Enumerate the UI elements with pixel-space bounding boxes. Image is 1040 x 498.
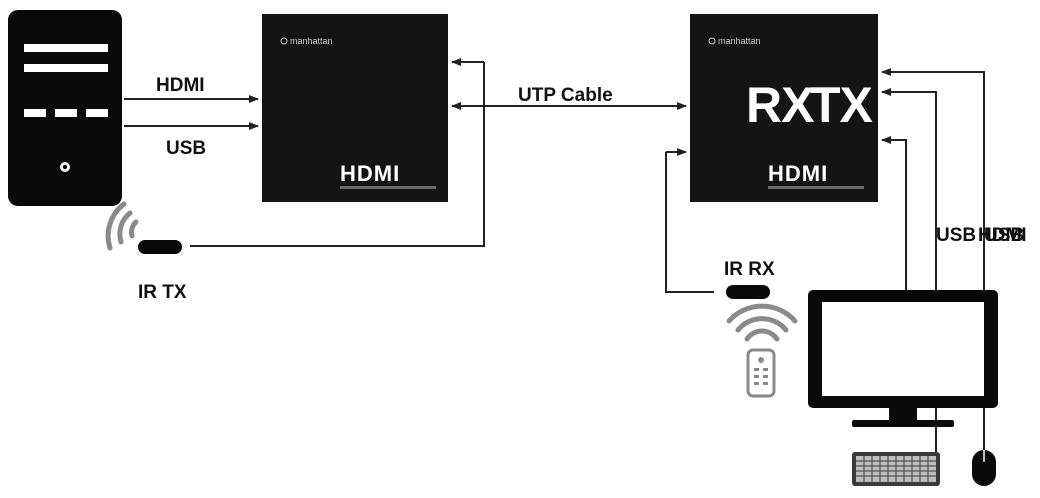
usb-input-label: USB bbox=[166, 138, 207, 159]
transmitter-hdmi-logo: HDMI bbox=[340, 161, 400, 186]
ir-sensor-icon bbox=[138, 240, 182, 254]
remote-control-icon bbox=[746, 348, 776, 398]
ir-sensor-icon bbox=[726, 285, 770, 299]
rx-label: RX bbox=[746, 77, 814, 133]
manhattan-logo-icon: manhattan bbox=[708, 36, 761, 46]
usb-output-label-2: USB bbox=[984, 225, 1025, 246]
hdmi-output-label: HDMI bbox=[978, 225, 1027, 246]
usb-output-label-1: USB bbox=[936, 225, 977, 246]
hdmi-logo-icon: HDMI bbox=[340, 161, 436, 189]
utp-cable-label: UTP Cable bbox=[518, 85, 613, 106]
ir-rx-cable bbox=[665, 152, 714, 293]
tx-label: TX bbox=[810, 77, 873, 133]
receiver-unit: manhattan HDMI bbox=[690, 14, 878, 202]
receiver-hdmi-logo: HDMI bbox=[768, 161, 828, 186]
wireless-waves-icon bbox=[105, 201, 139, 251]
transmitter-brand-text: manhattan bbox=[290, 36, 333, 46]
hdmi-logo-icon: HDMI bbox=[768, 161, 864, 189]
ir-tx-cable bbox=[190, 62, 485, 247]
keyboard-icon bbox=[852, 452, 940, 486]
ir-tx-label: IR TX bbox=[138, 282, 187, 303]
receiver-brand-text: manhattan bbox=[718, 36, 761, 46]
hdmi-input-label: HDMI bbox=[156, 75, 205, 96]
usb-out-cable-1 bbox=[881, 136, 907, 290]
transmitter-unit: manhattan HDMI bbox=[262, 14, 448, 202]
monitor-icon bbox=[808, 290, 998, 427]
pc-tower-icon bbox=[8, 10, 122, 206]
manhattan-logo-icon: manhattan bbox=[280, 36, 333, 46]
mouse-icon bbox=[972, 450, 996, 486]
ir-rx-label: IR RX bbox=[724, 259, 775, 280]
wireless-waves-icon bbox=[726, 303, 798, 342]
